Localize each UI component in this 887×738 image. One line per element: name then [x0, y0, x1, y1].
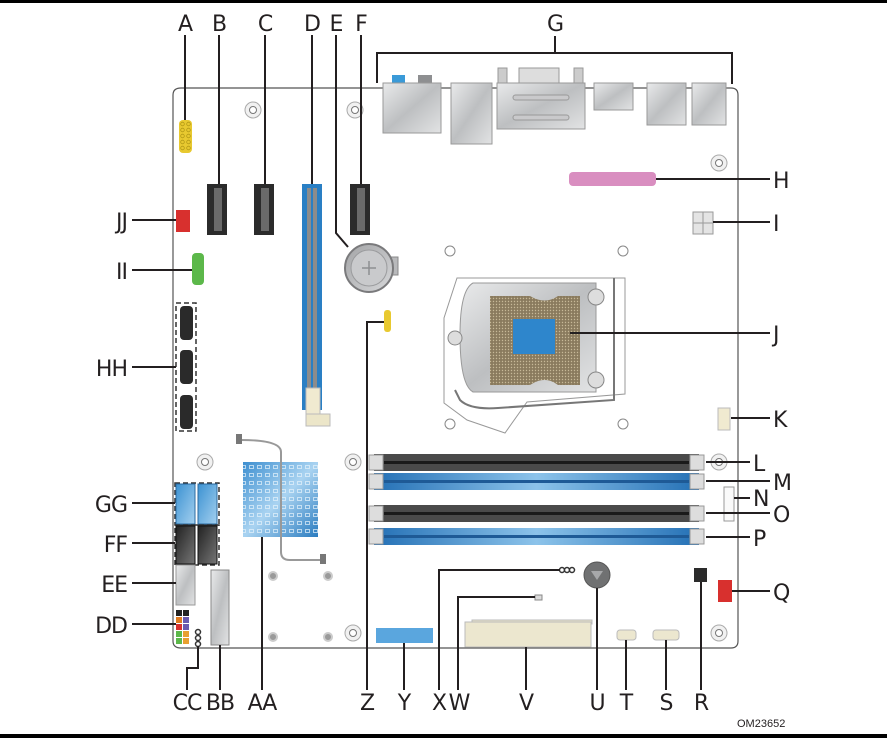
- label-ff: FF: [104, 533, 128, 558]
- label-g: G: [547, 12, 563, 37]
- bottom-frame-bar: [0, 734, 887, 738]
- labels-left: JJ II HH GG FF EE DD: [95, 210, 128, 639]
- label-l: L: [753, 452, 766, 477]
- mini-pcie-bb: [210, 569, 230, 646]
- label-y: Y: [397, 691, 412, 716]
- header-h-pink: [569, 172, 656, 186]
- label-ee: EE: [101, 573, 127, 598]
- sata-ee-white: [175, 564, 196, 606]
- label-cc: CC: [173, 691, 202, 716]
- header-z-yellow: [384, 310, 391, 332]
- label-w: W: [449, 691, 471, 716]
- label-bb: BB: [206, 691, 234, 716]
- power-connector-i: [692, 211, 714, 235]
- label-gg: GG: [95, 493, 127, 518]
- label-hh: HH: [96, 357, 127, 382]
- label-x: X: [432, 691, 447, 716]
- speaker-u: [583, 561, 611, 589]
- sata-gg-blue: [174, 482, 220, 526]
- label-m: M: [773, 471, 791, 496]
- jumper-t: [616, 629, 637, 641]
- label-aa: AA: [248, 691, 278, 716]
- labels-top: A B C D E F G: [178, 12, 564, 37]
- connector-n: [723, 486, 735, 522]
- top-frame-bar: [0, 0, 887, 3]
- standoff-dots: [268, 245, 629, 642]
- pcie-x16-slot-d: [302, 184, 331, 427]
- header-w: [534, 594, 543, 601]
- label-jj: JJ: [114, 210, 127, 235]
- fan-header-k: [717, 407, 731, 431]
- label-d: D: [304, 12, 320, 37]
- label-dd: DD: [95, 614, 127, 639]
- label-k: K: [773, 408, 788, 433]
- labels-right: H I J K L M N O P Q: [753, 169, 792, 606]
- label-ii: II: [116, 260, 127, 285]
- dimm-slot-o: [368, 505, 705, 522]
- label-h: H: [773, 169, 789, 194]
- connector-jj-red: [176, 210, 190, 232]
- label-q: Q: [773, 581, 790, 606]
- label-e: E: [330, 12, 343, 37]
- leader-lines: [132, 35, 770, 690]
- header-ii-green: [192, 253, 204, 285]
- label-r: R: [694, 691, 709, 716]
- mounting-holes: [196, 101, 728, 642]
- labels-bottom: CC BB AA Z Y X W V U T S R: [173, 691, 710, 716]
- jumper-cc: [194, 628, 202, 648]
- label-z: Z: [360, 691, 375, 716]
- label-f: F: [355, 12, 367, 37]
- label-o: O: [773, 503, 790, 528]
- label-s: S: [660, 691, 673, 716]
- connector-q-red: [718, 580, 732, 602]
- label-a: A: [178, 12, 193, 37]
- header-x: [558, 566, 576, 574]
- pcie-x1-slot-b: [207, 184, 227, 235]
- sata-ff-black: [174, 524, 220, 566]
- label-u: U: [589, 691, 604, 716]
- header-s: [652, 629, 680, 641]
- label-t: T: [619, 691, 634, 716]
- header-a-yellow: [179, 120, 192, 153]
- header-y-blue: [376, 628, 433, 643]
- main-power-v: [464, 619, 593, 648]
- label-p: P: [753, 527, 766, 552]
- dimm-slot-m: [368, 473, 705, 490]
- header-dd-front-panel: [176, 610, 189, 644]
- connector-r: [694, 568, 707, 582]
- label-c: C: [258, 12, 273, 37]
- label-j: J: [771, 323, 779, 348]
- label-b: B: [212, 12, 226, 37]
- back-panel-connectors: [382, 67, 727, 145]
- cpu-socket-j: [443, 277, 626, 434]
- dimm-slot-p: [368, 528, 705, 545]
- figure-id: OM23652: [737, 718, 785, 730]
- label-i: I: [773, 212, 779, 237]
- battery-e: [344, 243, 399, 293]
- pcie-x1-slot-f: [350, 184, 370, 235]
- pcie-x1-slot-c: [254, 184, 274, 235]
- chipset-heatsink-aa: [236, 434, 326, 564]
- label-n: N: [753, 487, 768, 512]
- dimm-slot-l: [368, 454, 705, 471]
- label-v: V: [519, 691, 534, 716]
